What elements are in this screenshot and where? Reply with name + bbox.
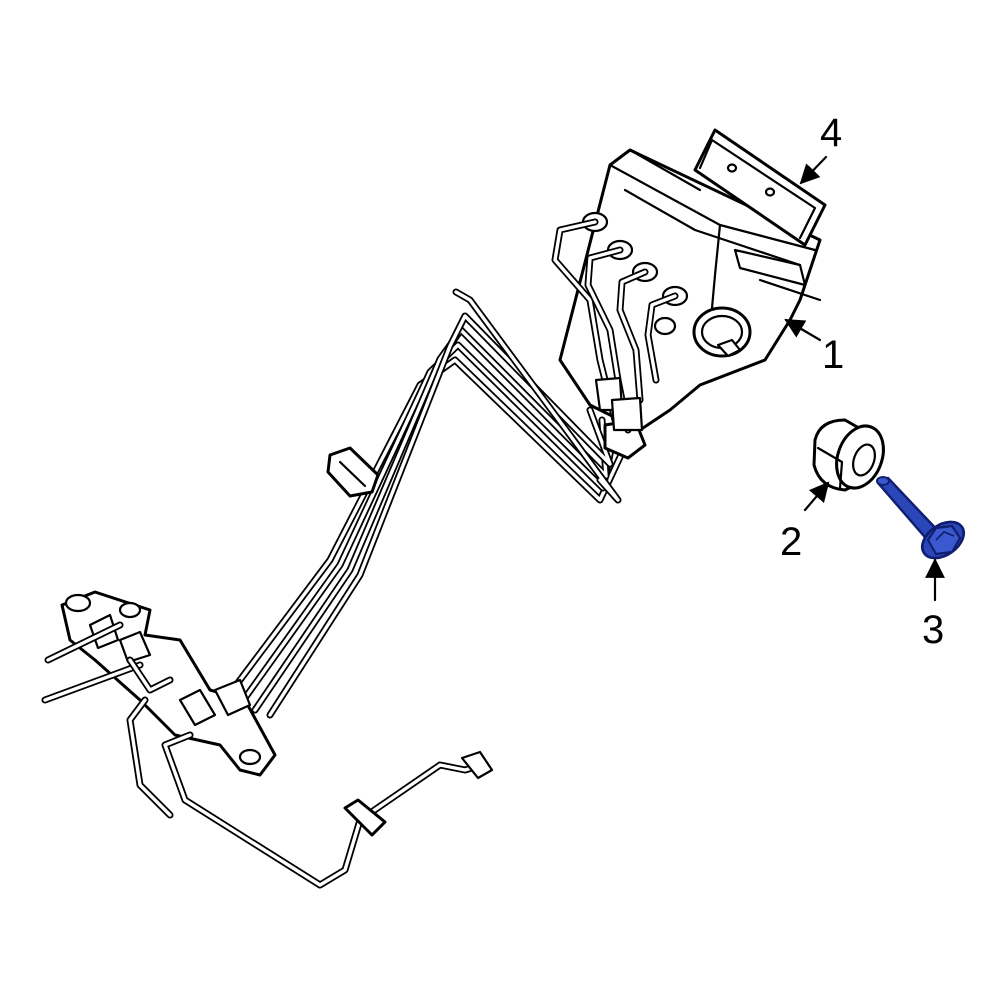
tube-clip-bottom bbox=[343, 798, 387, 837]
callout-label-1: 1 bbox=[822, 333, 844, 377]
tube-clip-upper bbox=[326, 446, 380, 498]
main-tube-group bbox=[221, 288, 632, 719]
callout-1: 1 bbox=[784, 318, 844, 377]
callout-label-2: 2 bbox=[780, 520, 802, 564]
pump-motor bbox=[692, 306, 752, 358]
mount-bushing bbox=[812, 418, 885, 492]
brake-line-bundle bbox=[41, 288, 647, 889]
tube-fitting-end bbox=[460, 750, 494, 780]
mounting-bolt bbox=[876, 476, 966, 560]
callout-4: 4 bbox=[799, 111, 842, 185]
long-return-tube bbox=[126, 696, 494, 889]
callout-label-4: 4 bbox=[820, 111, 842, 155]
callout-label-3: 3 bbox=[922, 608, 944, 652]
control-module bbox=[693, 128, 827, 247]
abs-module bbox=[551, 148, 822, 434]
left-stub-tubes bbox=[41, 621, 174, 704]
callout-2: 2 bbox=[780, 481, 830, 564]
callout-3: 3 bbox=[922, 558, 945, 652]
